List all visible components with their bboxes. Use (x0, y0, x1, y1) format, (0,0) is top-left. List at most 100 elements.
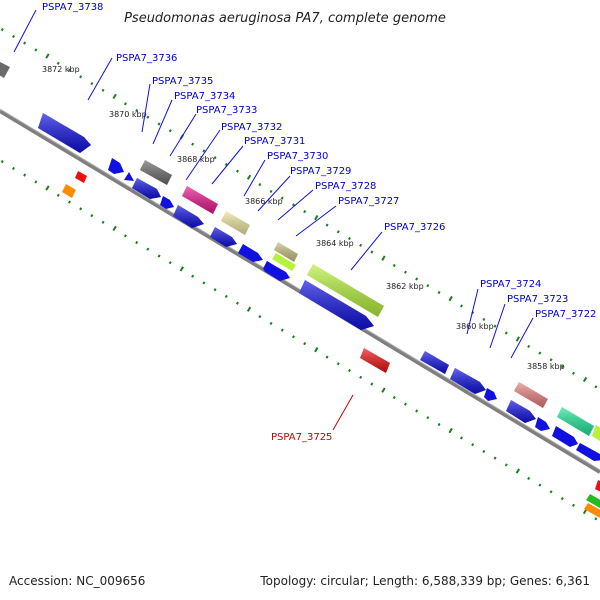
scale-dot (45, 53, 50, 59)
gene-arrow-small-2[interactable] (124, 172, 134, 181)
gene-arrow-green-edge[interactable] (586, 494, 600, 508)
gene-arrow-3724[interactable] (420, 351, 449, 374)
gene-arrow-3734[interactable] (132, 178, 161, 199)
scale-label-3864: 3864 kbp (316, 239, 354, 248)
scale-dot (459, 436, 463, 440)
scale-label-3858: 3858 kbp (527, 362, 565, 371)
scale-dot (56, 193, 60, 197)
scale-dot (594, 517, 598, 521)
gene-label-3729[interactable]: PSPA7_3729 (290, 166, 351, 177)
gene-label-3726[interactable]: PSPA7_3726 (384, 222, 445, 233)
gene-label-3727[interactable]: PSPA7_3727 (338, 196, 399, 207)
scale-dot (314, 215, 319, 221)
scale-dot (303, 342, 307, 346)
gene-label-3733[interactable]: PSPA7_3733 (196, 105, 257, 116)
gene-arrow-red-edge[interactable] (595, 480, 600, 492)
scale-dot (101, 88, 105, 92)
gene-label-3722[interactable]: PSPA7_3722 (535, 309, 596, 320)
gene-arrow-3725[interactable] (360, 348, 390, 373)
gene-arrow-gray-edge[interactable] (0, 62, 10, 78)
gene-label-3724[interactable]: PSPA7_3724 (480, 279, 541, 290)
scale-dot (191, 274, 195, 278)
scale-labels: 3872 kbp 3870 kbp 3868 kbp 3866 kbp 3864… (42, 65, 565, 371)
leader-line-3725 (332, 394, 354, 431)
accession-text: Accession: NC_009656 (9, 574, 146, 588)
gene-label-3725[interactable]: PSPA7_3725 (271, 432, 332, 443)
gene-arrow-big-blue-2[interactable] (299, 280, 374, 330)
scale-dot (11, 166, 15, 171)
gene-arrow-3723[interactable] (450, 368, 486, 394)
gene-arrow-blue-edge[interactable] (552, 426, 578, 447)
gene-label-3735[interactable]: PSPA7_3735 (152, 76, 213, 87)
scale-dots (0, 28, 598, 521)
scale-dot (258, 183, 262, 187)
gene-arrow-small-7[interactable] (535, 417, 550, 431)
scale-dot (504, 331, 508, 335)
topology-summary: Topology: circular; Length: 6,588,339 bp… (260, 574, 590, 588)
scale-dot (538, 351, 542, 355)
scale-label-3866: 3866 kbp (245, 197, 283, 206)
scale-dot (45, 185, 50, 191)
scale-dot (482, 317, 486, 322)
scale-dot (146, 115, 150, 119)
scale-dot (135, 240, 139, 245)
scale-dot (291, 203, 295, 207)
gene-arrow-3726[interactable] (307, 264, 384, 317)
scale-dot (426, 416, 430, 420)
gene-labels: PSPA7_3738 PSPA7_3736 PSPA7_3735 PSPA7_3… (42, 2, 596, 443)
gene-label-3731[interactable]: PSPA7_3731 (244, 136, 305, 147)
scale-dot (291, 335, 295, 339)
gene-arrow-3733[interactable] (182, 186, 218, 214)
gene-arrow-red-small[interactable] (75, 171, 87, 183)
gene-arrow-3732[interactable] (173, 205, 204, 228)
gene-arrow-lime-edge[interactable] (592, 425, 600, 441)
gene-arrow-3735[interactable] (140, 160, 172, 185)
gene-arrow-teal[interactable] (557, 407, 594, 436)
scale-dot (415, 277, 419, 281)
scale-dot (325, 223, 329, 227)
gene-label-3730[interactable]: PSPA7_3730 (267, 151, 328, 162)
scale-dot (314, 347, 319, 353)
scale-dot (67, 68, 71, 72)
scale-dot (269, 189, 273, 194)
scale-dot (370, 382, 374, 386)
gene-arrow-3729[interactable] (274, 242, 298, 262)
gene-arrow-blue-3[interactable] (506, 400, 536, 423)
scale-dot (359, 243, 363, 247)
gene-arrow-3730[interactable] (210, 227, 237, 247)
scale-dot (571, 503, 575, 507)
scale-dot (403, 402, 407, 406)
gene-arrow-small-6[interactable] (484, 388, 497, 401)
scale-dot (202, 281, 206, 285)
gene-arrow-orange-edge[interactable] (584, 503, 600, 518)
gene-label-3734[interactable]: PSPA7_3734 (174, 91, 235, 102)
gene-label-3728[interactable]: PSPA7_3728 (315, 181, 376, 192)
gene-arrow-3731[interactable] (221, 211, 250, 235)
gene-label-3736[interactable]: PSPA7_3736 (116, 53, 177, 64)
scale-dot (213, 156, 217, 160)
gene-arrow-small-1[interactable] (108, 158, 124, 174)
scale-dot (202, 149, 206, 153)
scale-dot (224, 294, 228, 299)
scale-dot (90, 82, 94, 86)
scale-dot (336, 230, 340, 234)
scale-dot (415, 409, 419, 413)
gene-label-3723[interactable]: PSPA7_3723 (507, 294, 568, 305)
gene-arrow-blue-edge-2[interactable] (576, 443, 600, 461)
scale-dot (79, 207, 83, 211)
gene-arrow-small-4[interactable] (238, 244, 263, 262)
scale-dot (381, 255, 386, 261)
gene-label-3732[interactable]: PSPA7_3732 (221, 122, 282, 133)
gene-arrow-small-3[interactable] (160, 196, 174, 209)
gene-arrow-small-5[interactable] (264, 262, 290, 281)
map-title: Pseudomonas aeruginosa PA7, complete gen… (124, 11, 446, 26)
gene-arrow-3736[interactable] (38, 113, 91, 153)
scale-dot (482, 449, 486, 454)
gene-arrow-3728[interactable] (272, 253, 296, 271)
scale-dot (471, 443, 475, 447)
scale-dot (392, 395, 396, 400)
gene-arrow-3722[interactable] (514, 382, 548, 408)
scale-dot (515, 336, 521, 342)
gene-label-3738[interactable]: PSPA7_3738 (42, 2, 103, 13)
gene-arrow-orange-small[interactable] (62, 184, 76, 198)
